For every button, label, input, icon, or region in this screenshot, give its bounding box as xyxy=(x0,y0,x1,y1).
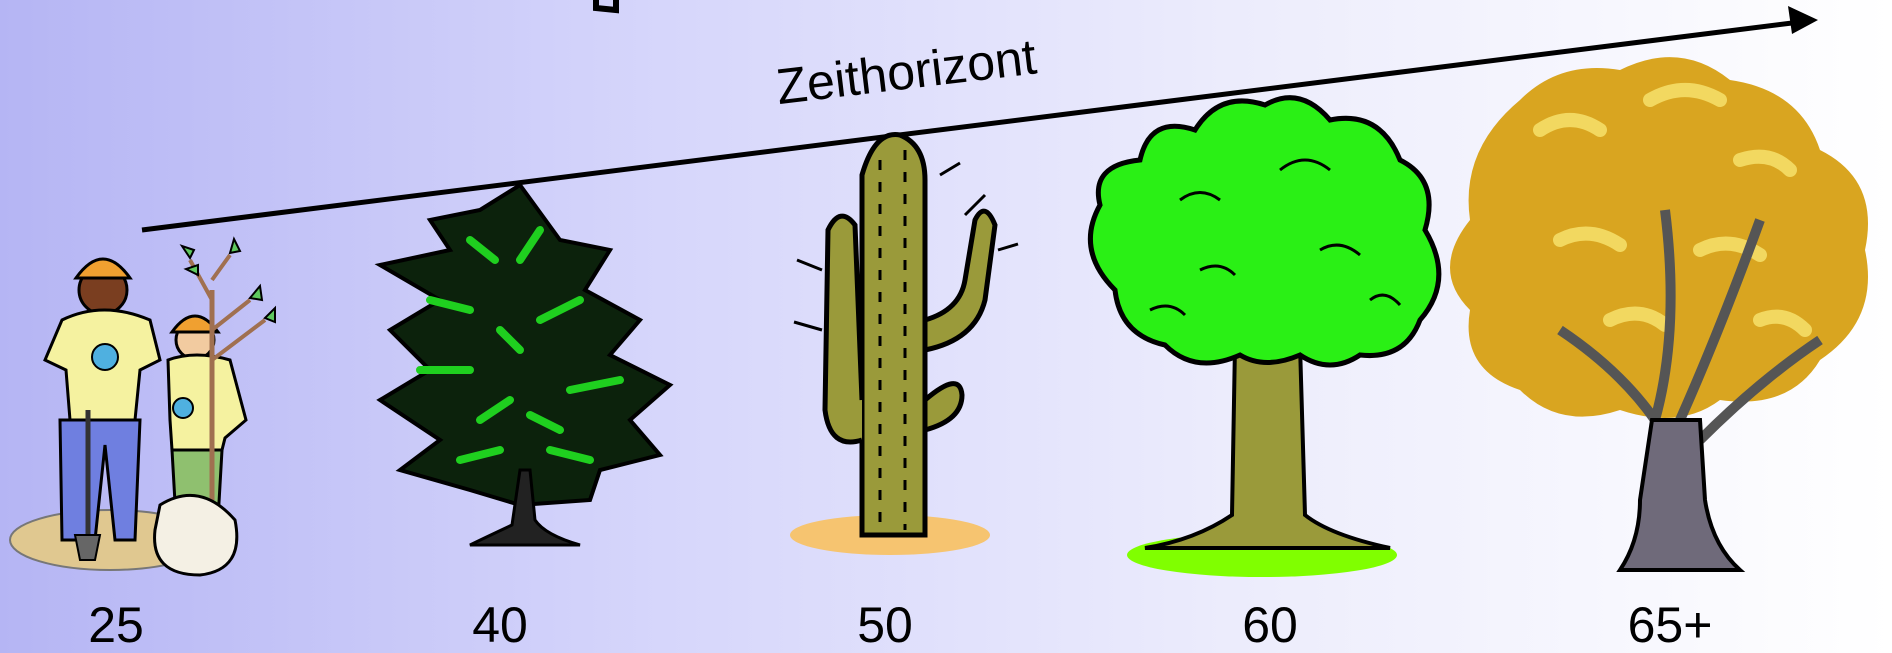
age-label-25: 25 xyxy=(36,600,196,650)
age-label-50: 50 xyxy=(805,600,965,650)
cropped-title-fragment xyxy=(596,0,616,10)
cactus-icon xyxy=(790,135,1018,556)
age-label-60: 60 xyxy=(1190,600,1350,650)
age-label-65-plus: 65+ xyxy=(1590,600,1750,650)
pine-tree-icon xyxy=(380,185,670,545)
autumn-tree-icon xyxy=(1450,57,1868,570)
age-label-40: 40 xyxy=(420,600,580,650)
planting-people-icon xyxy=(10,239,275,575)
deciduous-tree-icon xyxy=(1090,98,1438,577)
